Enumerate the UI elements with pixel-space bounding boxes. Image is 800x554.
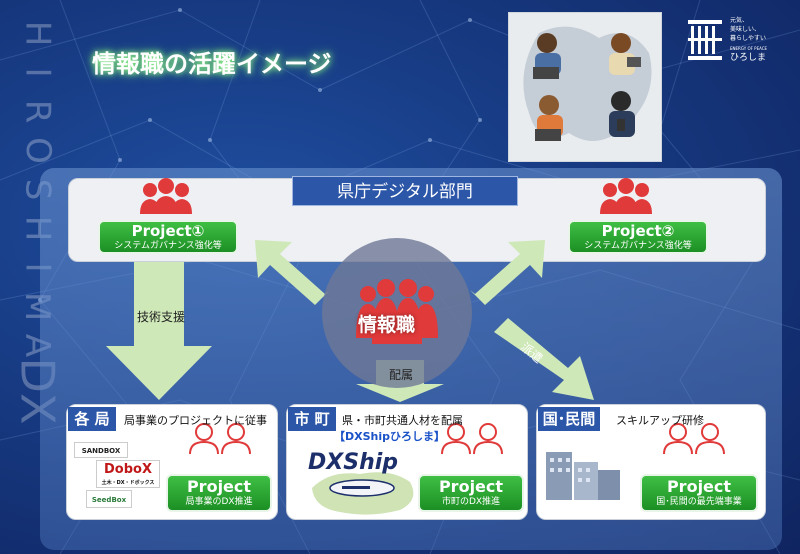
dobox-logo-sub: 土木・DX・ドボックス [101, 480, 155, 486]
side-letter: R [17, 99, 58, 124]
section-label-municipalities: 市 町 [288, 407, 336, 431]
brand-small-text: ENERGY OF PEACE [730, 46, 768, 51]
side-letter: H [17, 20, 58, 47]
section-label-national-private: 国･民間 [538, 407, 600, 431]
brand-mark-icon [688, 20, 722, 60]
municipalities-project-tag: Project 市町のDX推進 [418, 474, 524, 512]
project-name: Project [666, 477, 732, 496]
national-private-project-tag: Project 国･民間の最先端事業 [640, 474, 758, 512]
page-title: 情報職の活躍イメージ [92, 50, 332, 78]
project-desc: 市町のDX推進 [441, 497, 501, 507]
project-name: Project② [601, 222, 675, 240]
project-desc: システムガバナンス強化等 [584, 241, 692, 251]
assign-arrow-label: 配属 [389, 368, 414, 382]
project-1-tag: Project① システムガバナンス強化等 [98, 220, 238, 254]
info-staff-circle [322, 238, 472, 388]
project-name: Project① [131, 222, 205, 240]
dxship-logo: DXShip [308, 450, 399, 475]
brand-tagline: 暮らしやすい [730, 35, 766, 42]
side-letter: I [17, 67, 58, 78]
brand-name: ひろしま [730, 53, 767, 63]
project-desc: システムガバナンス強化等 [114, 241, 222, 251]
dobox-logo: DoboX 土木・DX・ドボックス [96, 460, 160, 488]
staff-group-icon [356, 279, 438, 344]
hiroshima-brand-logo: 元気、 美味しい、 暮らしやすい ENERGY OF PEACE ひろしま [688, 12, 788, 82]
section-desc-bureaus: 局事業のプロジェクトに従事 [124, 414, 267, 427]
project-2-tag: Project② システムガバナンス強化等 [568, 220, 708, 254]
side-letter: O [17, 137, 58, 164]
section-desc-municipalities: 県・市町共通人材を配属 [342, 414, 463, 427]
department-label: 県庁デジタル部門 [292, 176, 518, 206]
section-label-bureaus: 各 局 [68, 407, 116, 431]
section-sub-municipalities: 【DXShipひろしま】 [334, 430, 446, 443]
dobox-logo-name: DoboX [104, 462, 152, 477]
brand-tagline: 元気、 [730, 17, 749, 24]
team-illustration [508, 12, 662, 162]
center-label: 情報職 [358, 314, 416, 336]
brand-tagline: 美味しい、 [730, 26, 761, 33]
project-desc: 局事業のDX推進 [185, 497, 253, 507]
project-name: Project [438, 477, 504, 496]
support-arrow-label: 技術支援 [137, 310, 186, 324]
project-desc: 国･民間の最先端事業 [656, 497, 742, 507]
sandbox-logo: SANDBOX [74, 442, 128, 458]
seedbox-logo: SeedBox [86, 490, 132, 508]
bureaus-project-tag: Project 局事業のDX推進 [166, 474, 272, 512]
section-desc-national-private: スキルアップ研修 [616, 414, 704, 427]
project-name: Project [186, 477, 252, 496]
